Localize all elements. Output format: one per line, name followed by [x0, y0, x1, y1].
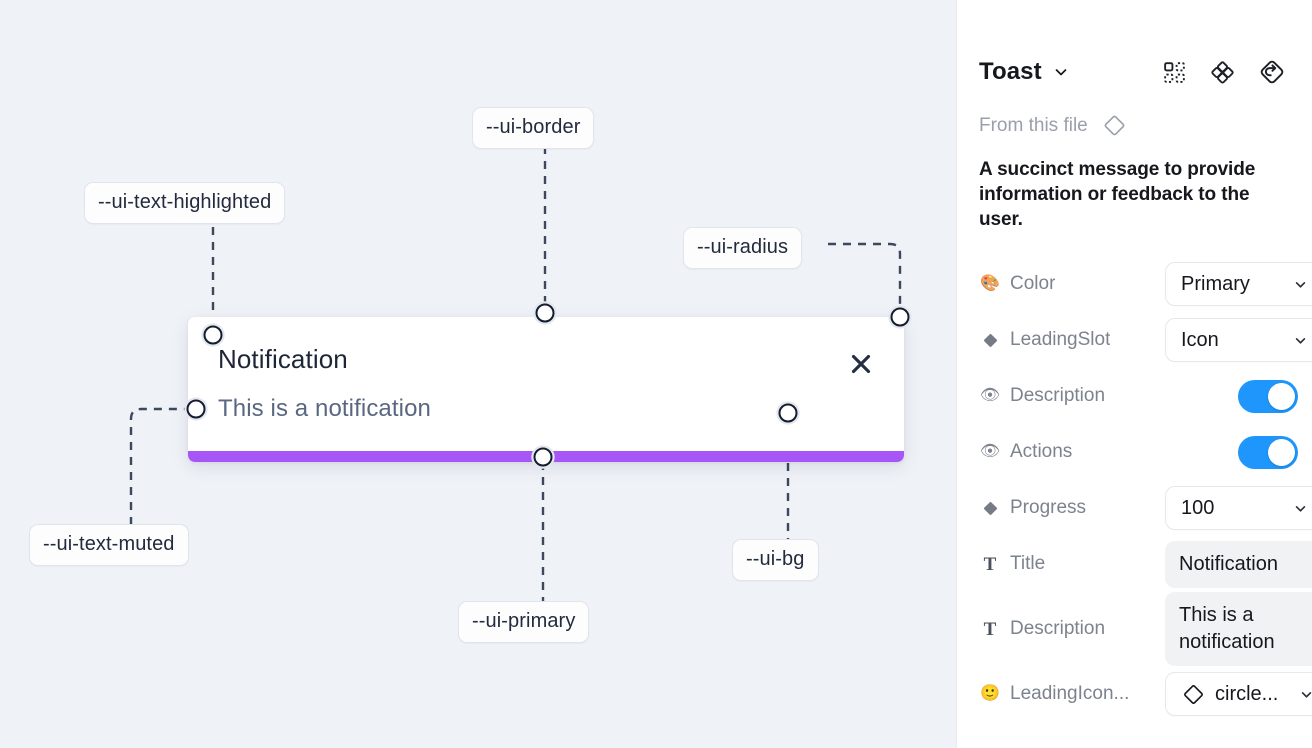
chevron-down-icon[interactable] — [1053, 64, 1069, 80]
property-label-leading-icon: 🙂 LeadingIcon... — [980, 683, 1130, 705]
property-label-title: T Title — [979, 553, 1165, 575]
description-toggle[interactable] — [1238, 379, 1298, 413]
source-label: From this file — [979, 114, 1088, 136]
source-row: From this file — [957, 96, 1312, 139]
smiley-emoji-icon: 🙂 — [980, 685, 1000, 703]
property-control-description — [1238, 379, 1298, 413]
leading-icon-select[interactable]: circle... — [1165, 672, 1312, 717]
anchor-dot-ui-bg[interactable] — [778, 403, 798, 423]
chevron-down-icon — [1285, 333, 1308, 348]
progress-select[interactable]: 100 — [1165, 486, 1312, 531]
component-description: A succinct message to provide informatio… — [979, 159, 1256, 231]
property-control-title: Notification — [1165, 540, 1312, 588]
properties-panel: Toast — [956, 0, 1312, 748]
property-control-actions — [1238, 435, 1298, 469]
eye-emoji-icon: 👁 — [979, 443, 1001, 461]
anchor-dot-ui-text-muted[interactable] — [186, 399, 206, 419]
panel-header: Toast — [957, 0, 1312, 96]
line-ui-text-muted — [129, 407, 192, 525]
toast-title: Notification — [218, 344, 348, 374]
property-label-actions: 👁 Actions — [979, 441, 1073, 463]
chevron-down-icon — [1285, 501, 1308, 516]
anchor-dot-ui-primary[interactable] — [533, 447, 553, 467]
eye-emoji-icon: 👁 — [979, 387, 1001, 405]
property-row-leading-icon: 🙂 LeadingIcon... circle... — [957, 666, 1312, 722]
variants-diamond-icon[interactable] — [1209, 59, 1236, 86]
color-select[interactable]: Primary — [1165, 262, 1312, 307]
property-row-actions: 👁 Actions — [957, 424, 1312, 480]
leading-slot-select[interactable]: Icon — [1165, 318, 1312, 363]
title-input[interactable]: Notification — [1165, 540, 1312, 588]
anchor-dot-ui-radius[interactable] — [890, 307, 910, 327]
token-pill-ui-primary[interactable]: --ui-primary — [458, 601, 590, 643]
text-icon: T — [983, 618, 997, 640]
property-row-title: T Title Notification — [957, 536, 1312, 592]
toggle-knob — [1268, 382, 1295, 410]
property-row-leading-slot: LeadingSlot Icon — [957, 312, 1312, 368]
palette-emoji-icon: 🎨 — [980, 275, 1000, 293]
panel-title: Toast — [979, 58, 1042, 85]
token-pill-ui-border[interactable]: --ui-border — [472, 107, 595, 149]
token-pill-ui-radius[interactable]: --ui-radius — [683, 227, 803, 269]
property-control-leading-slot: Icon — [1165, 318, 1312, 363]
property-label-leading-slot: LeadingSlot — [979, 329, 1165, 351]
toggle-knob — [1268, 438, 1295, 466]
description-input[interactable]: This is a notification — [1165, 592, 1312, 667]
property-control-description-text: This is a notification — [1165, 592, 1312, 667]
line-ui-radius — [828, 242, 902, 310]
property-control-leading-icon: circle... — [1165, 672, 1312, 717]
token-pill-ui-text-muted[interactable]: --ui-text-muted — [29, 524, 189, 566]
property-row-description: 👁 Description — [957, 368, 1312, 424]
reset-rotate-icon[interactable] — [1258, 58, 1286, 86]
diamond-icon — [1181, 682, 1206, 707]
property-label-progress: Progress — [979, 497, 1165, 519]
anchor-dot-ui-border[interactable] — [535, 303, 555, 323]
anchor-dot-ui-text-highlighted[interactable] — [203, 325, 223, 345]
chevron-down-icon — [1291, 687, 1312, 702]
actions-toggle[interactable] — [1238, 435, 1298, 469]
property-row-progress: Progress 100 — [957, 480, 1312, 536]
property-control-progress: 100 — [1165, 486, 1312, 531]
property-list: 🎨 Color Primary — [957, 256, 1312, 722]
text-icon: T — [983, 553, 997, 575]
token-pill-ui-bg[interactable]: --ui-bg — [732, 539, 819, 581]
property-row-color: 🎨 Color Primary — [957, 256, 1312, 312]
toast-description: This is a notification — [218, 395, 431, 422]
property-label-color: 🎨 Color — [980, 273, 1056, 295]
diamond-icon — [979, 500, 1001, 517]
close-icon[interactable] — [844, 347, 878, 381]
token-pill-ui-text-highlighted[interactable]: --ui-text-highlighted — [84, 182, 286, 224]
property-label-description-text: T Description — [979, 618, 1165, 640]
diamond-icon — [979, 332, 1001, 349]
toast-preview-card[interactable]: Notification This is a notification — [188, 317, 904, 462]
chevron-down-icon — [1285, 277, 1308, 292]
property-row-description-text: T Description This is a notification — [957, 592, 1312, 667]
property-label-description: 👁 Description — [979, 385, 1106, 407]
panel-header-icons — [1162, 58, 1286, 86]
property-control-color: Primary — [1165, 262, 1312, 307]
design-canvas[interactable]: --ui-text-highlighted --ui-border --ui-r… — [0, 0, 956, 748]
component-grid-icon[interactable] — [1162, 60, 1187, 85]
diamond-icon[interactable] — [1101, 112, 1128, 139]
